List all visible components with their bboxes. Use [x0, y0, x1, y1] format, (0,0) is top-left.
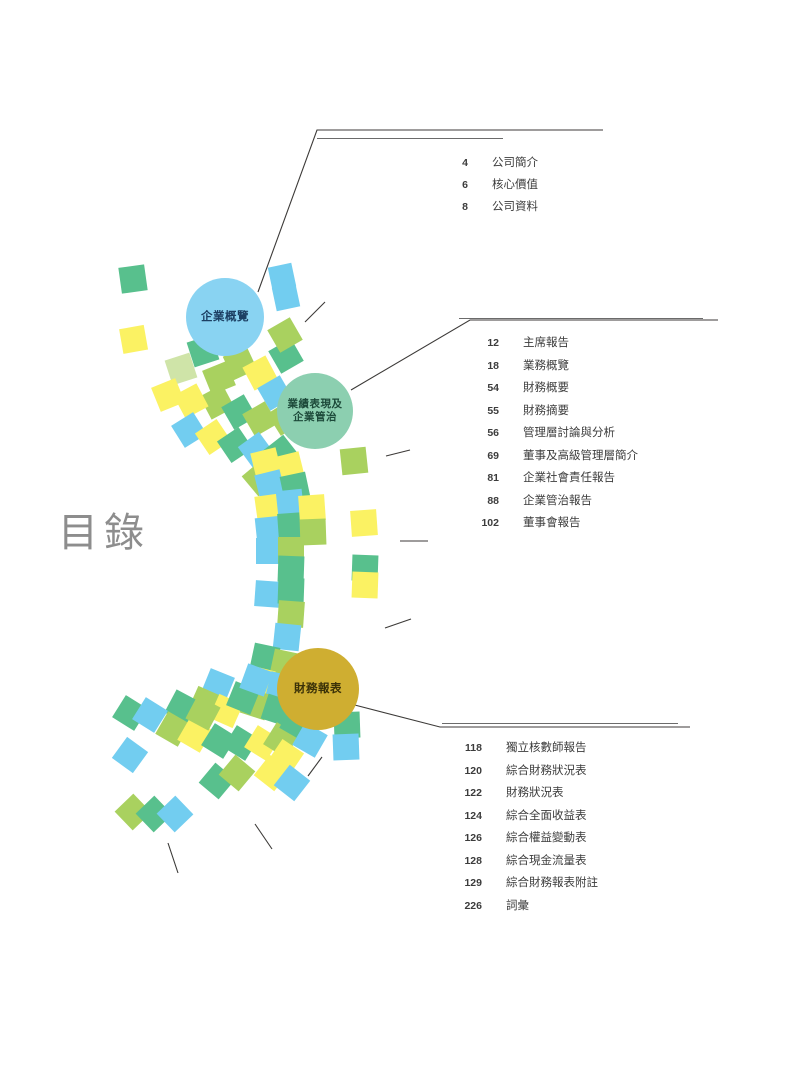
toc-list-overview: 4 公司簡介 6 核心價值 8 公司資料 — [434, 154, 734, 214]
toc-rule-financial — [442, 723, 678, 724]
toc-item[interactable]: 226 詞彙 — [448, 897, 768, 913]
toc-item[interactable]: 55 財務摘要 — [465, 402, 785, 418]
toc-page-number: 122 — [464, 787, 482, 799]
node-label-performance: 業績表現及 企業管治 — [287, 397, 343, 423]
toc-item[interactable]: 4 公司簡介 — [434, 154, 734, 170]
page-title: 目錄 — [58, 510, 150, 555]
toc-page-number: 69 — [487, 449, 499, 462]
toc-list-performance: 12 主席報告 18 業務概覽 54 財務概要 55 財務摘要 56 管理層討論… — [465, 334, 785, 530]
radial-tick-marks — [167, 301, 428, 874]
toc-page-number: 120 — [464, 764, 482, 777]
toc-item[interactable]: 128 綜合現金流量表 — [448, 852, 768, 868]
toc-item[interactable]: 12 主席報告 — [465, 334, 785, 350]
toc-item[interactable]: 56 管理層討論與分析 — [465, 424, 785, 440]
toc-item[interactable]: 8 公司資料 — [434, 198, 734, 214]
toc-item[interactable]: 69 董事及高級管理層簡介 — [465, 447, 785, 463]
toc-entry-label: 詞彙 — [506, 899, 529, 912]
toc-entry-label: 業務概覽 — [523, 359, 569, 372]
toc-item[interactable]: 129 綜合財務報表附註 — [448, 874, 768, 890]
node-circle-performance[interactable]: 業績表現及 企業管治 — [277, 373, 353, 449]
toc-entry-label: 獨立核數師報告 — [506, 742, 587, 754]
toc-entry-label: 核心價值 — [492, 179, 538, 191]
toc-rule-performance — [459, 318, 703, 319]
toc-entry-label: 董事會報告 — [523, 517, 581, 529]
toc-entry-label: 主席報告 — [523, 337, 569, 349]
connector-overview — [257, 129, 603, 293]
connector-lines — [257, 129, 718, 728]
toc-page-number: 12 — [487, 337, 499, 349]
connector-financial — [346, 702, 690, 728]
toc-page-number: 129 — [464, 877, 482, 889]
toc-entry-label: 董事及高級管理層簡介 — [523, 449, 638, 462]
toc-item[interactable]: 124 綜合全面收益表 — [448, 807, 768, 823]
toc-entry-label: 管理層討論與分析 — [523, 427, 615, 439]
connector-performance — [350, 319, 718, 391]
toc-list-financial: 118 獨立核數師報告 120 綜合財務狀況表 122 財務狀況表 124 綜合… — [448, 739, 768, 913]
toc-page-number: 118 — [465, 742, 482, 754]
toc-page-number: 81 — [487, 472, 499, 484]
toc-page-number: 6 — [462, 179, 468, 191]
toc-entry-label: 綜合財務狀況表 — [506, 764, 587, 777]
toc-entry-label: 財務摘要 — [523, 404, 569, 417]
toc-page-number: 8 — [462, 201, 468, 213]
toc-group-financial: 118 獨立核數師報告 120 綜合財務狀況表 122 財務狀況表 124 綜合… — [442, 723, 768, 919]
node-label-overview: 企業概覽 — [201, 310, 249, 323]
toc-item[interactable]: 126 綜合權益變動表 — [448, 829, 768, 845]
toc-item[interactable]: 118 獨立核數師報告 — [448, 739, 768, 755]
toc-page-number: 126 — [464, 832, 482, 844]
node-circle-overview[interactable]: 企業概覽 — [186, 278, 264, 356]
toc-entry-label: 財務狀況表 — [506, 787, 564, 799]
toc-entry-label: 綜合現金流量表 — [506, 854, 587, 867]
toc-entry-label: 企業管治報告 — [523, 494, 592, 507]
toc-entry-label: 綜合全面收益表 — [506, 809, 587, 822]
confetti-lower — [111, 642, 361, 833]
toc-entry-label: 綜合財務報表附註 — [506, 877, 598, 889]
toc-page-number: 18 — [487, 359, 499, 372]
toc-page-number: 88 — [487, 494, 499, 507]
toc-page-number: 124 — [464, 809, 482, 822]
toc-entry-label: 公司資料 — [492, 201, 538, 213]
toc-item[interactable]: 81 企業社會責任報告 — [465, 469, 785, 485]
node-label-financial: 財務報表 — [294, 682, 342, 695]
toc-entry-label: 綜合權益變動表 — [506, 832, 587, 844]
toc-rule-overview — [317, 138, 503, 139]
confetti-mid — [250, 446, 379, 652]
toc-entry-label: 企業社會責任報告 — [523, 472, 615, 484]
toc-page-number: 4 — [462, 157, 468, 169]
toc-item[interactable]: 122 財務狀況表 — [448, 784, 768, 800]
toc-group-overview: 4 公司簡介 6 核心價值 8 公司資料 — [317, 138, 734, 220]
toc-item[interactable]: 102 董事會報告 — [465, 514, 785, 530]
toc-page-number: 102 — [481, 517, 499, 529]
toc-group-performance: 12 主席報告 18 業務概覽 54 財務概要 55 財務摘要 56 管理層討論… — [459, 318, 785, 537]
toc-entry-label: 公司簡介 — [492, 157, 538, 169]
toc-page-number: 55 — [487, 404, 499, 417]
toc-page-number: 54 — [487, 382, 499, 394]
toc-page-number: 128 — [464, 854, 482, 867]
node-circle-financial[interactable]: 財務報表 — [277, 648, 359, 730]
toc-item[interactable]: 6 核心價值 — [434, 176, 734, 192]
toc-page-number: 56 — [487, 427, 499, 439]
toc-item[interactable]: 18 業務概覽 — [465, 357, 785, 373]
toc-item[interactable]: 54 財務概要 — [465, 379, 785, 395]
toc-page-number: 226 — [464, 899, 482, 912]
toc-item[interactable]: 120 綜合財務狀況表 — [448, 762, 768, 778]
toc-entry-label: 財務概要 — [523, 382, 569, 394]
toc-item[interactable]: 88 企業管治報告 — [465, 492, 785, 508]
